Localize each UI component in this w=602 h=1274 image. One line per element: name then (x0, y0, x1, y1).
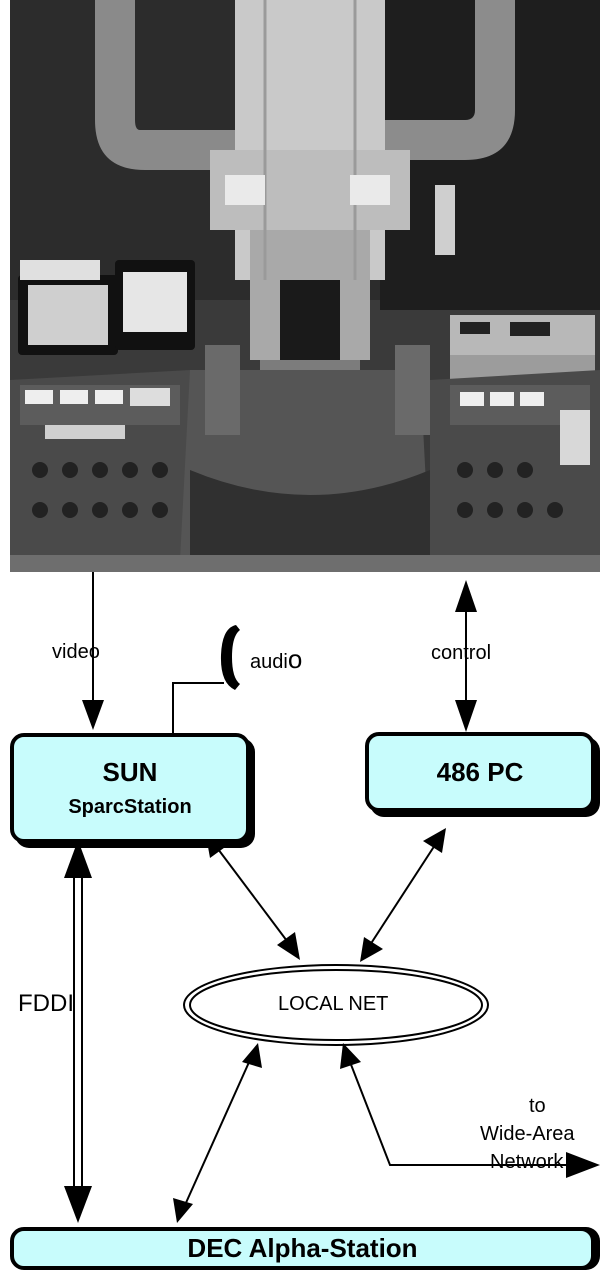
wan-label-network: Network (490, 1151, 564, 1173)
net-dec-arrow-b (173, 1198, 193, 1223)
audio-label: audio (250, 644, 302, 675)
net-dec-line (184, 1059, 251, 1206)
audio-label-tail: o (287, 644, 303, 674)
audio-label-main: audi (250, 651, 288, 673)
dec-title: DEC Alpha-Station (187, 1233, 418, 1263)
fddi-label: FDDI (18, 990, 74, 1017)
control-label: control (431, 642, 492, 664)
fddi-arrowhead-up (64, 840, 92, 878)
sun-title: SUN (102, 757, 158, 787)
dec-alpha-node: DEC Alpha-Station (10, 1227, 595, 1270)
sun-net-line (214, 844, 291, 946)
control-arrowhead-up (455, 580, 477, 612)
net-wan-arrow-b (566, 1152, 600, 1178)
sun-net-arrow-b (277, 932, 300, 960)
fddi-arrowhead-down (64, 1186, 92, 1223)
video-label: video (52, 641, 100, 663)
pc-net-arrow-b (360, 937, 383, 962)
sun-sparcstation-node: SUN SparcStation (10, 733, 250, 843)
net-dec-arrow-a (242, 1043, 262, 1068)
audio-cable-line (172, 682, 224, 733)
wan-label-wide-area: Wide-Area (480, 1123, 575, 1145)
video-arrowhead (82, 700, 104, 730)
phone-handset-icon (220, 625, 240, 690)
control-arrowhead-down (455, 700, 477, 732)
net-wan-arrow-a (340, 1043, 361, 1069)
wan-label-to: to (529, 1095, 546, 1117)
microscope-photo (10, 0, 600, 572)
local-net-label: LOCAL NET (278, 993, 389, 1015)
pc-486-node: 486 PC (365, 732, 595, 812)
pc-title: 486 PC (436, 756, 524, 787)
pc-net-arrow-a (423, 828, 446, 853)
pc-net-line (369, 844, 436, 946)
sun-subtitle: SparcStation (68, 796, 192, 818)
